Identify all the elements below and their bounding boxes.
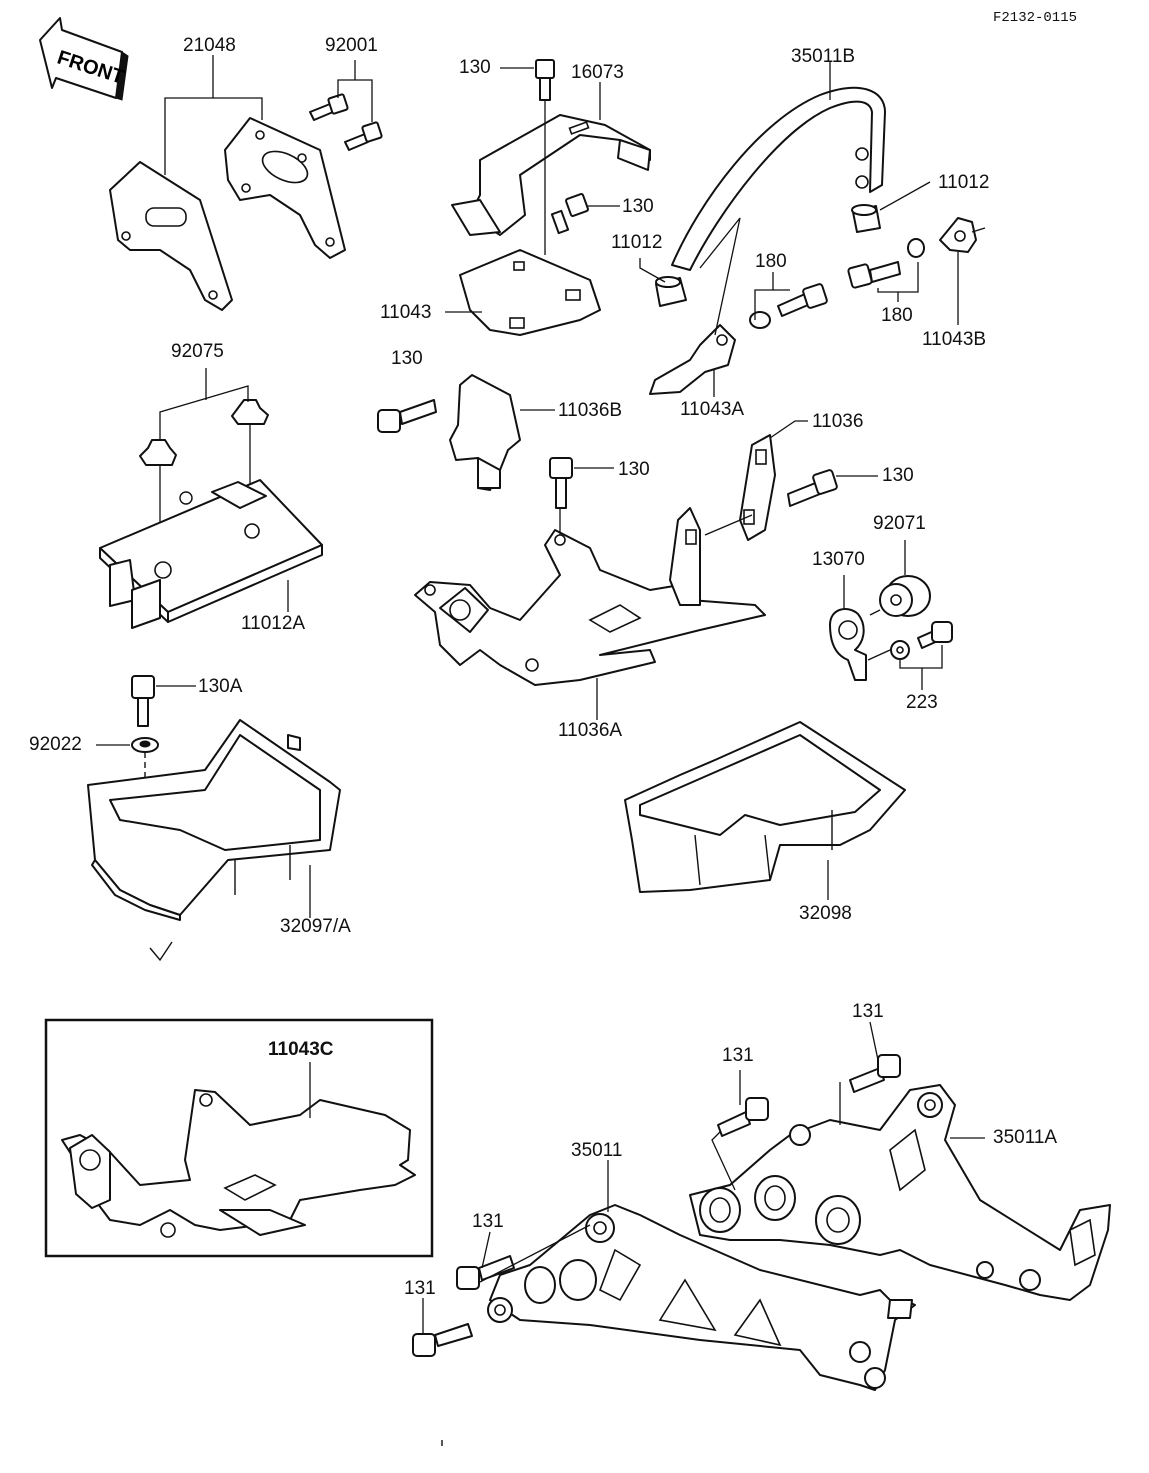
label-180-bottom: 180: [881, 305, 913, 326]
bracket-11036: [739, 434, 776, 541]
label-35011B: 35011B: [791, 46, 856, 67]
grab-bar-35011B: [671, 86, 886, 271]
bracket-11043A: [649, 324, 736, 395]
collar-11012-right: [851, 204, 881, 233]
bolt-131-a-icon: [717, 1097, 769, 1137]
label-131-a: 131: [852, 1001, 884, 1022]
label-11043B: 11043B: [922, 329, 987, 350]
tray-11012A: [99, 479, 323, 629]
bolt-131-c-icon: [456, 1255, 515, 1290]
inset-box-11043C: [44, 1018, 434, 1258]
label-130-center: 130: [618, 459, 650, 480]
label-131-b: 131: [722, 1045, 754, 1066]
bracket-11043C: [61, 1089, 416, 1238]
label-131-c: 131: [472, 1211, 504, 1232]
label-16073: 16073: [571, 62, 624, 83]
label-11043C: 11043C: [268, 1039, 334, 1060]
label-92071: 92071: [873, 513, 926, 534]
bolt-130-top-icon: [535, 59, 555, 101]
bolt-130-mid-icon: [550, 193, 589, 235]
label-32097A: 32097/A: [280, 916, 351, 937]
label-92001: 92001: [325, 35, 378, 56]
figure-code: F2132-0115: [993, 10, 1078, 26]
bolt-131-b-icon: [849, 1054, 901, 1093]
bolt-130-left-icon: [377, 399, 437, 433]
label-11012-mid: 11012: [611, 232, 663, 253]
label-130A: 130A: [198, 676, 243, 697]
case-32098: [624, 721, 906, 893]
label-223: 223: [906, 692, 938, 713]
bolt-92001-icon: [309, 93, 383, 151]
label-11012-right: 11012: [938, 172, 990, 193]
label-35011A: 35011A: [993, 1127, 1058, 1148]
case-32097A: [87, 719, 341, 921]
plate-13070: [829, 608, 867, 681]
label-131-d: 131: [404, 1278, 436, 1299]
label-180-top: 180: [755, 251, 787, 272]
grommet-92071-icon: [879, 575, 931, 617]
label-35011: 35011: [571, 1140, 623, 1161]
label-13070: 13070: [812, 549, 865, 570]
bolt-130-right-icon: [787, 469, 838, 507]
label-32098: 32098: [799, 903, 852, 924]
label-92022: 92022: [29, 734, 82, 755]
label-11036B: 11036B: [558, 400, 623, 421]
label-11043: 11043: [380, 302, 432, 323]
label-11012A: 11012A: [241, 613, 306, 634]
bracket-11036A: [414, 507, 766, 686]
label-21048: 21048: [183, 35, 236, 56]
bolt-130A-icon: [131, 675, 155, 727]
front-arrow-icon: FRONT: [39, 17, 129, 101]
bracket-11036B: [449, 374, 521, 491]
label-130-left: 130: [391, 348, 423, 369]
bracket-16073: [451, 114, 651, 236]
label-11036A: 11036A: [558, 720, 623, 741]
bracket-plate-21048: [109, 117, 346, 311]
bolt-131-d-icon: [412, 1323, 473, 1357]
footrest-bracket-35011A: [689, 1084, 1111, 1301]
footrest-bracket-35011: [487, 1204, 916, 1391]
bolt-130-center-icon: [549, 457, 573, 509]
label-130-mid: 130: [622, 196, 654, 217]
bolt-180-lower-icon: [847, 238, 925, 289]
label-130-right: 130: [882, 465, 914, 486]
collar-11012-mid: [655, 276, 687, 307]
label-130-top: 130: [459, 57, 491, 78]
label-11036: 11036: [812, 411, 864, 432]
label-11043A: 11043A: [680, 399, 745, 420]
grommet-92075-icon: [139, 399, 269, 466]
washer-92022-icon: [131, 737, 159, 753]
clip-11043B: [939, 217, 986, 253]
bolt-223-icon: [890, 621, 953, 660]
bracket-11043: [459, 249, 601, 336]
label-92075: 92075: [171, 341, 224, 362]
